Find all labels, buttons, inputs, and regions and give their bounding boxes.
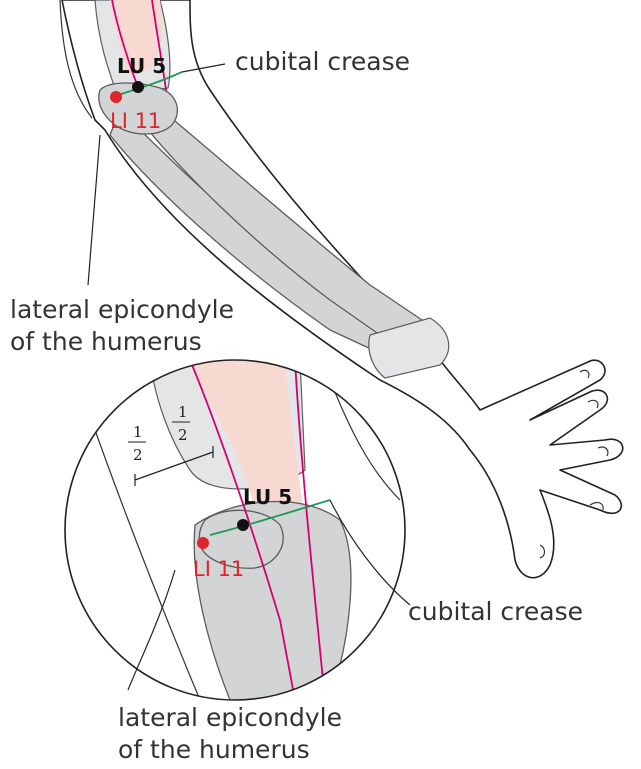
lu5-point-upper [132, 81, 144, 93]
li11-label-upper: LI 11 [110, 109, 161, 133]
cubital-crease-label-inset: cubital crease [408, 597, 583, 626]
lu5-point-inset [237, 519, 249, 531]
li11-point-inset [197, 537, 209, 549]
epicondyle-leader-upper [88, 135, 100, 285]
li11-label-inset: LI 11 [193, 557, 244, 581]
cubital-crease-label-upper: cubital crease [235, 47, 410, 76]
fraction-left-denominator: 2 [133, 446, 143, 464]
fraction-right-denominator: 2 [178, 426, 188, 444]
lu5-label-inset: LU 5 [243, 485, 292, 509]
li11-point-upper [110, 91, 122, 103]
fraction-right-numerator: 1 [178, 403, 188, 421]
epicondyle-label-inset-line1: lateral epicondyle [118, 703, 342, 732]
lu5-label-upper: LU 5 [117, 54, 166, 78]
epicondyle-label-upper-line1: lateral epicondyle [10, 295, 234, 324]
epicondyle-label-upper-line2: of the humerus [10, 327, 202, 356]
epicondyle-label-inset-line2: of the humerus [118, 735, 310, 764]
fraction-left-numerator: 1 [133, 423, 143, 441]
